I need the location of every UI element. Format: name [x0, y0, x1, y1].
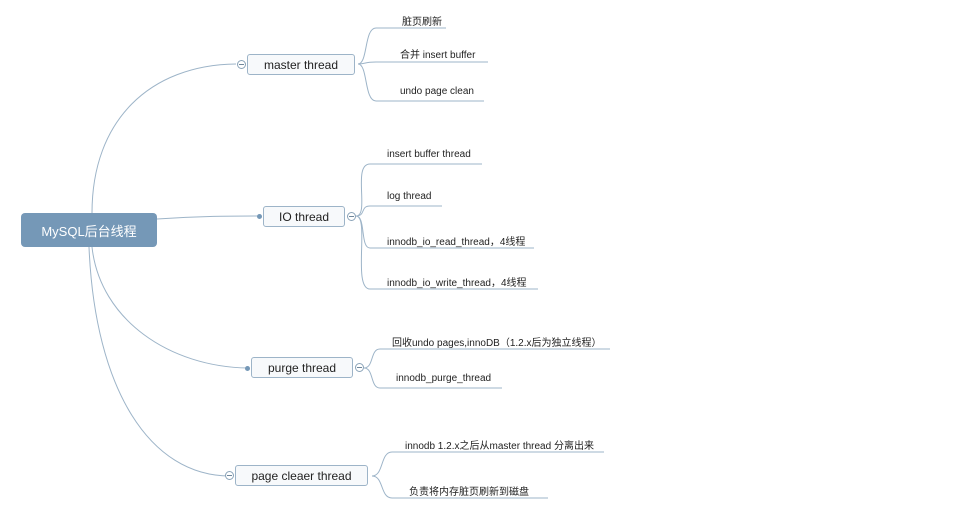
leaf-purge-1[interactable]: 回收undo pages,innoDB（1.2.x后为独立线程） — [392, 338, 602, 349]
collapse-toggle-purge[interactable] — [355, 363, 364, 372]
collapse-toggle-master[interactable] — [237, 60, 246, 69]
branch-purge-thread[interactable]: purge thread — [251, 357, 353, 378]
connector-purge-2 — [363, 367, 381, 389]
connector-io-3 — [355, 215, 371, 249]
leaf-io-2[interactable]: log thread — [387, 191, 432, 202]
connector-io-1 — [355, 163, 371, 217]
leaf-io-4[interactable]: innodb_io_write_thread，4线程 — [387, 278, 527, 289]
branch-dot-purge — [245, 366, 250, 371]
branch-io-thread[interactable]: IO thread — [263, 206, 345, 227]
connector-root-master — [91, 63, 237, 214]
collapse-toggle-io[interactable] — [347, 212, 356, 221]
connector-root-page-cleaner — [88, 246, 231, 477]
leaf-master-2[interactable]: 合并 insert buffer — [400, 50, 476, 61]
branch-dot-io — [257, 214, 262, 219]
connector-page-cleaner-2 — [371, 475, 393, 499]
connector-purge-1 — [363, 348, 381, 369]
branch-page-cleaner-thread[interactable]: page cleaer thread — [235, 465, 368, 486]
leaf-purge-2[interactable]: innodb_purge_thread — [396, 373, 492, 384]
branch-master-thread[interactable]: master thread — [247, 54, 355, 75]
root-node[interactable]: MySQL后台线程 — [21, 213, 157, 247]
leaf-master-3[interactable]: undo page clean — [400, 86, 474, 97]
leaf-io-3[interactable]: innodb_io_read_thread，4线程 — [387, 237, 526, 248]
leaf-master-1[interactable]: 脏页刷新 — [402, 17, 442, 28]
connector-io-2 — [355, 205, 371, 217]
connector-root-purge — [91, 246, 249, 369]
leaf-io-1[interactable]: insert buffer thread — [387, 149, 471, 160]
connector-master-1 — [357, 27, 377, 65]
connector-master-3 — [357, 63, 377, 102]
collapse-toggle-page-cleaner[interactable] — [225, 471, 234, 480]
leaf-page-cleaner-1[interactable]: innodb 1.2.x之后从master thread 分离出来 — [405, 441, 594, 452]
connector-page-cleaner-1 — [371, 451, 393, 477]
connector-root-io — [156, 215, 261, 220]
connector-io-4 — [355, 215, 371, 290]
leaf-page-cleaner-2[interactable]: 负责将内存脏页刷新到磁盘 — [409, 487, 529, 498]
